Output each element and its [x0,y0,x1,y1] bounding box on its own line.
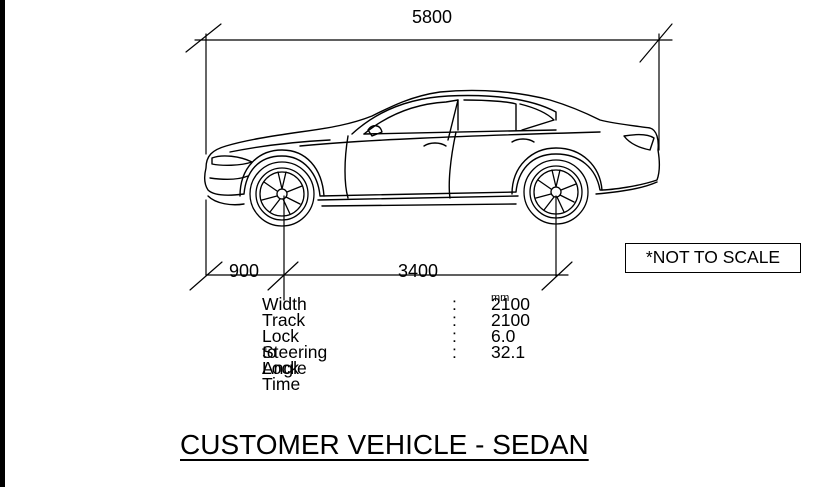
spec-separator: : [452,294,457,314]
spec-label: Width [262,294,307,314]
wheelbase-label: 3400 [398,261,439,281]
spec-separator: : [452,310,457,330]
overall-length-dimension [185,23,673,155]
spec-label: Lock to Lock Time [262,326,301,394]
spec-separator: : [452,326,457,346]
front-overhang-label: 900 [229,261,260,281]
not-to-scale-note: *NOT TO SCALE [625,243,801,273]
left-border-rule [0,0,5,487]
bottom-dimensions [189,195,573,301]
spec-label: Track [262,310,306,330]
spec-value: 2100 [491,310,530,330]
spec-value: 32.1 [491,342,526,362]
sedan-silhouette [203,89,661,207]
spec-label: Steering Angle [262,342,328,378]
overall-length-label: 5800 [412,7,453,27]
rear-wheel [523,159,589,225]
spec-separator: : [452,342,457,362]
spec-value: 6.0 [491,326,516,346]
spec-unit: mm [491,292,510,304]
front-wheel [249,161,315,227]
spec-value: 2100 [491,294,530,314]
drawing-title: CUSTOMER VEHICLE - SEDAN [180,429,589,460]
